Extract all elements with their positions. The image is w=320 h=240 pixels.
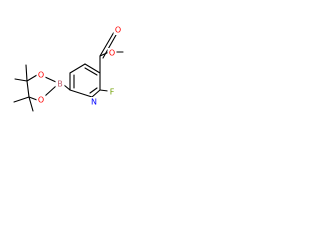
boronate-oxygen-upper-label: O xyxy=(38,71,44,80)
label-mask-fluorine xyxy=(107,87,117,97)
ring-nitrogen-label: N xyxy=(91,98,97,107)
bond-pinacol-backbone xyxy=(26,80,30,98)
fluorine-label: F xyxy=(110,88,115,97)
bond-boron-oxygen-lower xyxy=(44,85,57,97)
bond-oxygen-lower-carbon xyxy=(28,96,38,101)
label-mask-ring-nitrogen xyxy=(89,97,99,107)
bond-methyl-lower-bottom xyxy=(28,96,34,112)
bond-ring-inner-c3-n xyxy=(89,87,98,94)
bond-ring-c1-c2 xyxy=(84,63,101,74)
bond-ring-c6-c1 xyxy=(69,63,86,74)
atom-labels: O O F N B O O xyxy=(36,25,123,107)
bond-oxygen-upper-carbon xyxy=(26,74,38,82)
carbonyl-oxygen-label: O xyxy=(115,26,121,35)
label-mask-ester-oxygen xyxy=(107,48,117,58)
label-mask-boron xyxy=(55,79,65,89)
chemical-structure-diagram: O O F N B O O xyxy=(13,25,124,112)
boronate-oxygen-lower-label: O xyxy=(38,96,44,105)
bond-carbonyl-double-a xyxy=(99,31,115,57)
bond-ring-c3-n xyxy=(91,89,101,98)
label-mask-carbonyl-oxygen xyxy=(113,25,123,35)
bond-boron-oxygen-upper xyxy=(44,76,57,83)
bond-ring-boron xyxy=(63,84,71,91)
bond-methyl-lower-left xyxy=(13,96,30,103)
bonds xyxy=(13,31,124,112)
label-mask-boronate-oxygen-upper xyxy=(36,70,46,80)
boron-label: B xyxy=(57,80,63,89)
label-mask-boronate-oxygen-lower xyxy=(36,95,46,105)
bond-methyl-upper-top xyxy=(25,64,28,82)
bond-fluorine xyxy=(99,89,109,92)
bond-methyl-upper-left xyxy=(14,78,28,82)
bond-ring-n-c5 xyxy=(69,89,93,98)
bond-ring-inner-c1-c2 xyxy=(84,67,98,76)
ester-oxygen-label: O xyxy=(109,49,115,58)
